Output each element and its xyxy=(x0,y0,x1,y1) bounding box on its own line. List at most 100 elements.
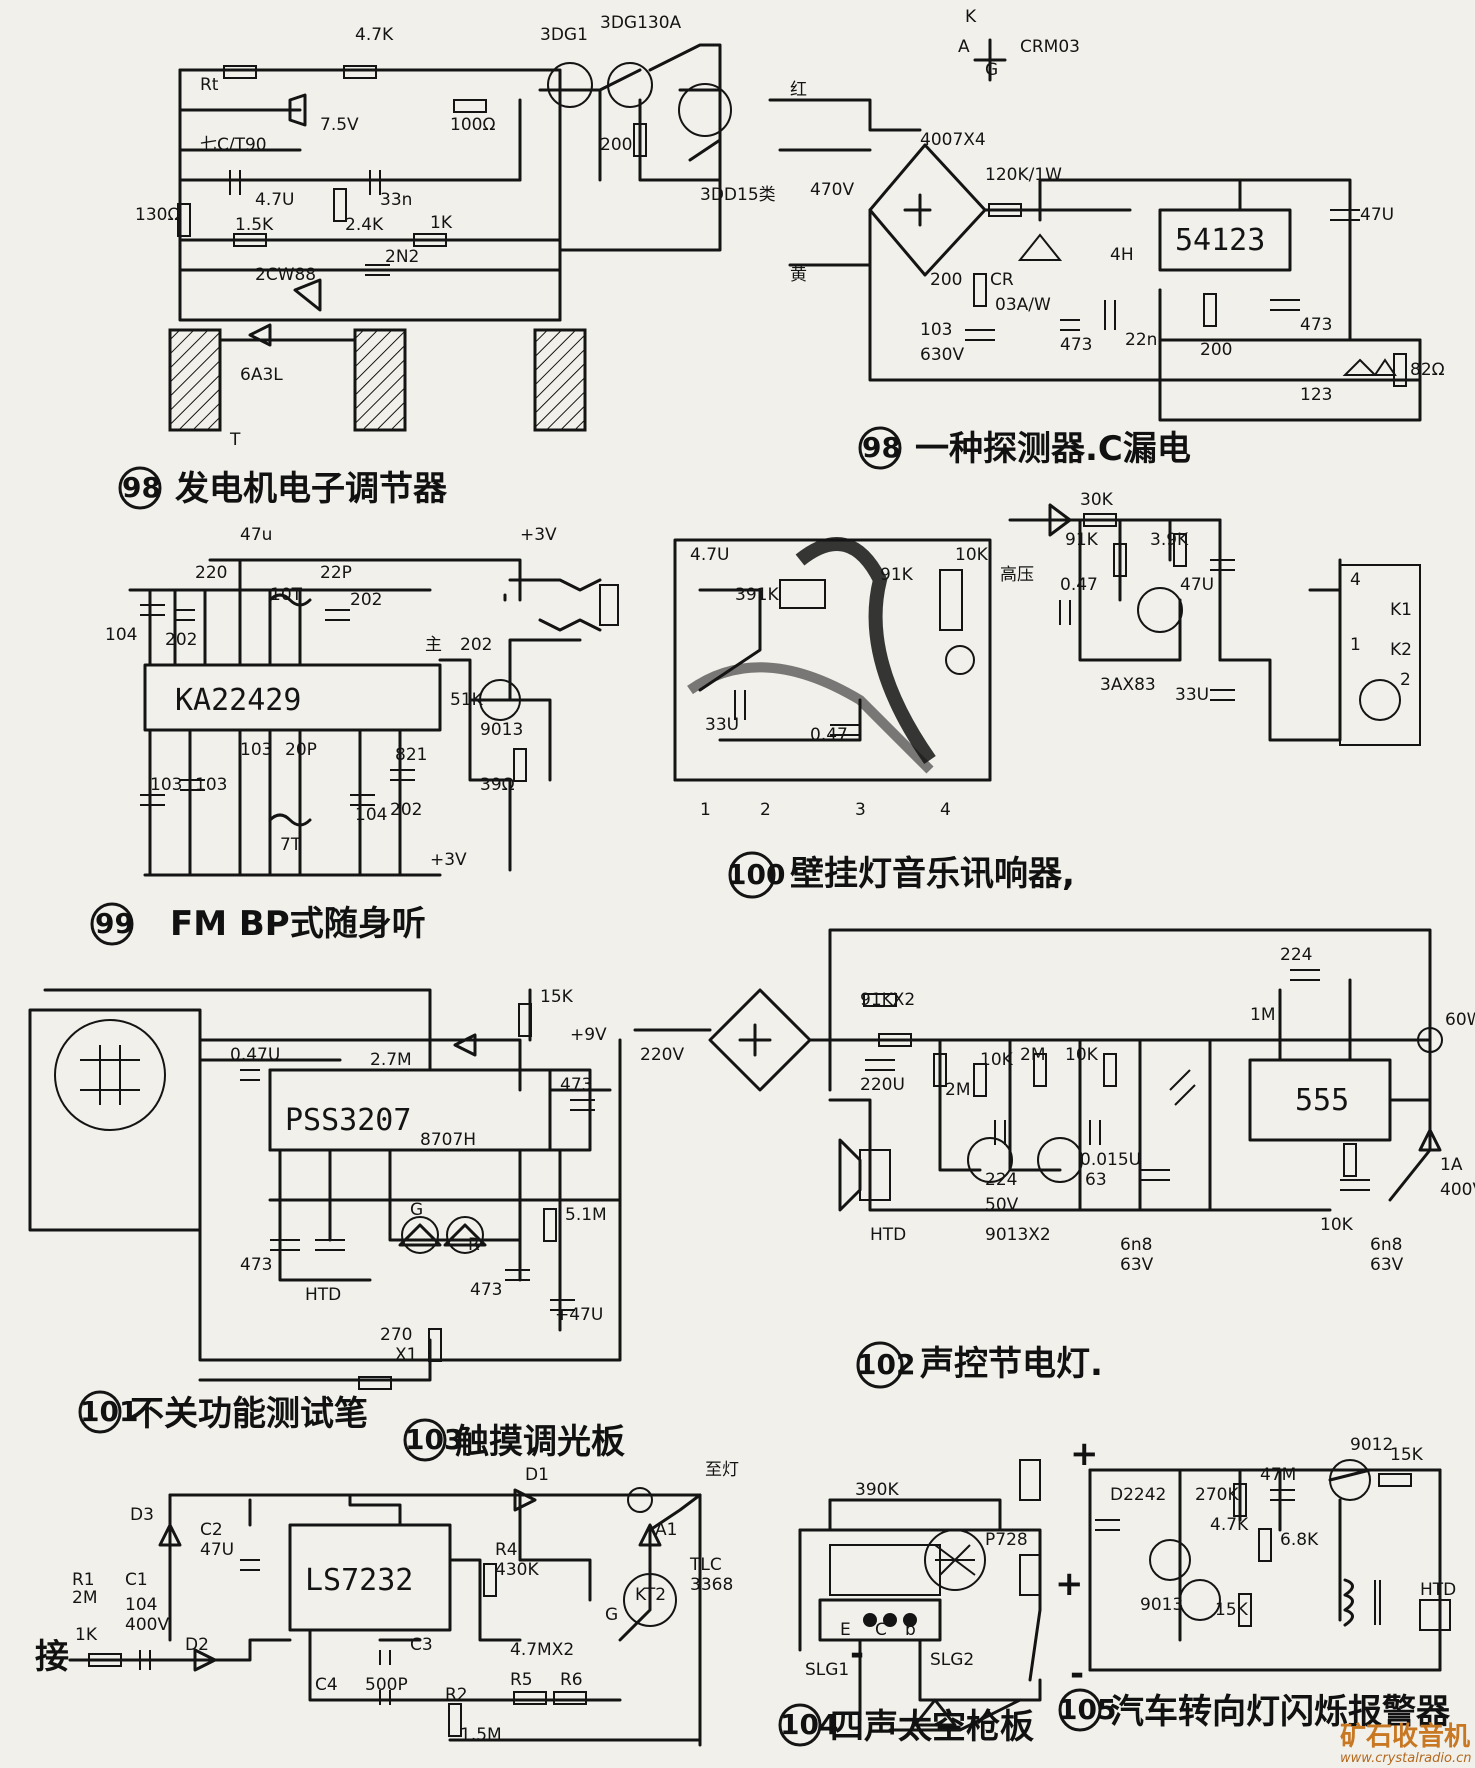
label-100-19: 4 xyxy=(1350,570,1361,590)
label-105-5: 9012 xyxy=(1350,1435,1393,1455)
label-101-8: G xyxy=(410,1200,423,1220)
circuit-100-title: 壁挂灯音乐讯响器, xyxy=(790,854,1075,894)
label-103-3: 2M xyxy=(72,1588,97,1608)
label-100-1: 4.7U xyxy=(690,545,729,565)
label-103-22: D2 xyxy=(185,1635,209,1655)
label-98b-4: CRM03 xyxy=(1020,37,1080,57)
label-98b-19: 200 xyxy=(1200,340,1232,360)
label-98a-3: 3DG130A xyxy=(600,13,682,33)
label-101-15: 270 xyxy=(380,1325,412,1345)
label-99-18: 7T xyxy=(280,835,302,855)
circuit-103: D3 R1 2M C1 104 400V 1K C2 47U LS7232 R4… xyxy=(35,1418,739,1747)
circuit-100: 4.7U 391K 91K 10K 33U 0.47 1 2 3 4 30K 9… xyxy=(673,490,1421,899)
label-98a-2: 3DG1 xyxy=(540,25,588,45)
watermark: 矿石收音机 www.crystalradio.cn xyxy=(1340,1721,1471,1766)
label-99-1: +3V xyxy=(520,525,557,545)
label-103-8: C2 xyxy=(200,1520,223,1540)
label-99-11: 20P xyxy=(285,740,317,760)
label-103-29: 接 xyxy=(35,1637,69,1677)
label-104-3: E xyxy=(840,1620,851,1640)
label-103-13: D1 xyxy=(525,1465,549,1485)
label-105-6: 15K xyxy=(1390,1445,1424,1465)
label-102-22: 63V xyxy=(1370,1255,1404,1275)
label-104-9: - xyxy=(850,1634,864,1674)
label-105-11: HTD xyxy=(1420,1580,1456,1600)
label-103-20: C4 xyxy=(315,1675,338,1695)
label-103-14: TLC xyxy=(689,1555,722,1575)
label-99-3: 220 xyxy=(195,563,227,583)
label-100-16: 高压 xyxy=(1000,565,1034,585)
label-98a-9: 七C/T90 xyxy=(200,135,267,155)
label-99-14: 9013 xyxy=(480,720,523,740)
circuit-101-title: 不关功能测试笔 xyxy=(130,1394,368,1434)
label-100-6: 0.47 xyxy=(810,725,848,745)
ic-ls7232: LS7232 xyxy=(305,1563,413,1598)
label-104-7: SLG2 xyxy=(930,1650,974,1670)
label-103-11: R4 xyxy=(495,1540,518,1560)
label-103-21: 500P xyxy=(365,1675,408,1695)
label-103-26: R2 xyxy=(445,1685,468,1705)
label-98b-17: 22n xyxy=(1125,330,1157,350)
label-102-13: 50V xyxy=(985,1195,1019,1215)
label-98b-20: 473 xyxy=(1300,315,1332,335)
label-105-8: 6.8K xyxy=(1280,1530,1319,1550)
label-103-25: R6 xyxy=(560,1670,583,1690)
label-98b-10: 200 xyxy=(930,270,962,290)
label-103-4: C1 xyxy=(125,1570,148,1590)
label-102-11: 60W xyxy=(1445,1010,1475,1030)
circuit-102-title: 声控节电灯. xyxy=(920,1344,1103,1384)
label-102-14: 0.015U xyxy=(1080,1150,1141,1170)
label-98b-22: 82Ω xyxy=(1410,360,1445,380)
label-98b-1: K xyxy=(965,7,977,27)
label-102-20: 10K xyxy=(1320,1215,1354,1235)
label-98b-2: A xyxy=(958,37,970,57)
label-103-7: 1K xyxy=(75,1625,98,1645)
label-100-2: 391K xyxy=(735,585,779,605)
label-102-1: 220V xyxy=(640,1045,684,1065)
label-101-7: 8707H xyxy=(420,1130,476,1150)
label-105-10: 15K xyxy=(1215,1600,1249,1620)
label-98a-4: Rt xyxy=(200,75,219,95)
label-104-1: 390K xyxy=(855,1480,899,1500)
label-101-14: +47U xyxy=(555,1305,603,1325)
label-98b-21: 47U xyxy=(1360,205,1394,225)
label-100-20: K1 xyxy=(1390,600,1412,620)
label-103-6: 400V xyxy=(125,1615,169,1635)
label-99-15: 39Ω xyxy=(480,775,515,795)
label-100-18: 33U xyxy=(1175,685,1209,705)
ic-pss3207: PSS3207 xyxy=(285,1103,411,1138)
label-102-8: 220U xyxy=(860,1075,905,1095)
label-101-3: 0.47U xyxy=(230,1045,280,1065)
label-99-23: 主 xyxy=(425,635,442,655)
label-99-16: 103 xyxy=(150,775,182,795)
label-98b-12: 103 xyxy=(920,320,952,340)
label-104-8: + xyxy=(1055,1564,1084,1604)
label-98b-13: 630V xyxy=(920,345,964,365)
label-98b-11: CR xyxy=(990,270,1014,290)
label-105-12: - xyxy=(1070,1654,1084,1694)
label-102-7: 10K xyxy=(1065,1045,1099,1065)
label-98b-14: 03A/W xyxy=(995,295,1051,315)
label-100-21: 1 xyxy=(1350,635,1361,655)
label-100-10: 4 xyxy=(940,800,951,820)
label-105-7: 4.7K xyxy=(1210,1515,1249,1535)
circuit-98a-title: 发电机电子调节器 xyxy=(175,469,448,509)
label-100-13: 3.9K xyxy=(1150,530,1189,550)
circuit-99-number: 99 xyxy=(95,907,134,940)
label-98a-7: 200 xyxy=(600,135,632,155)
label-99-10: 103 xyxy=(240,740,272,760)
label-103-15: 3368 xyxy=(690,1575,733,1595)
label-98b-15: 473 xyxy=(1060,335,1092,355)
label-99-13: 51K xyxy=(450,690,484,710)
label-98a-13: 1.5K xyxy=(235,215,274,235)
label-100-14: 0.47 xyxy=(1060,575,1098,595)
label-103-5: 104 xyxy=(125,1595,157,1615)
label-102-15: 63 xyxy=(1085,1170,1107,1190)
label-98a-5: 7.5V xyxy=(320,115,359,135)
label-102-4: 1M xyxy=(1250,1005,1275,1025)
label-102-5: 10K xyxy=(980,1050,1014,1070)
label-103-9: 47U xyxy=(200,1540,234,1560)
label-99-12: 202 xyxy=(460,635,492,655)
label-103-23: 4.7MX2 xyxy=(510,1640,574,1660)
label-103-17: A1 xyxy=(655,1520,677,1540)
